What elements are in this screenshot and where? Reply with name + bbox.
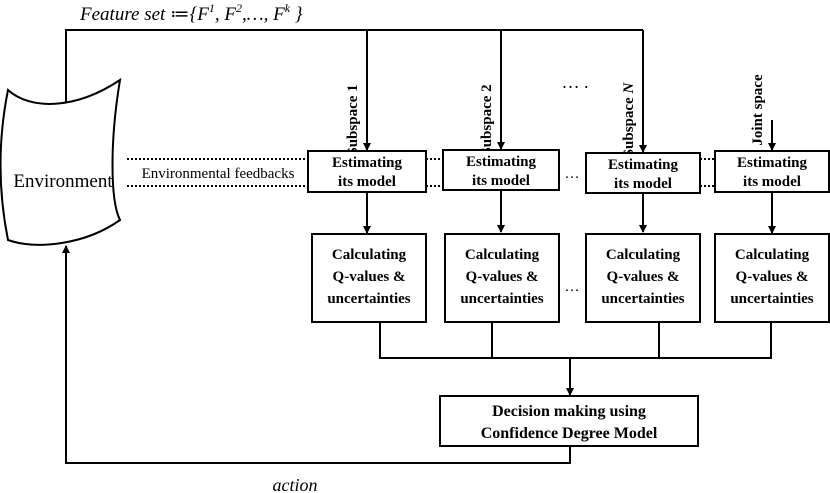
q-box-1 [311, 233, 427, 323]
q-box-joint-line2: Q-values & [736, 269, 809, 285]
q-box-1-line2: Q-values & [333, 269, 406, 285]
q-ellipsis: … [565, 279, 580, 295]
q-box-2-line2: Q-values & [466, 269, 539, 285]
q-box-1-line3: uncertainties [327, 291, 410, 307]
top-ellipsis: … . [562, 72, 589, 92]
environment-shape [0, 77, 122, 246]
decision-box [439, 395, 699, 447]
q-box-n-line2: Q-values & [607, 269, 680, 285]
q-box-n-line3: uncertainties [601, 291, 684, 307]
model-box-joint-line1: Estimating [737, 155, 808, 171]
model-box-1 [307, 150, 427, 193]
model-box-joint-line2: its model [743, 174, 801, 190]
decision-box-line2: Confidence Degree Model [481, 425, 658, 442]
q-box-2 [444, 233, 560, 323]
subspace-2-label: Subspace 2 [479, 84, 495, 155]
model-box-joint [714, 150, 830, 193]
subspace-n-label: Subspace N [621, 82, 637, 158]
q-box-n [585, 233, 701, 323]
action-feedback-line [62, 245, 571, 464]
environment-label: Environment [13, 171, 113, 192]
feedback-label: Environmental feedbacks [142, 166, 295, 182]
model-box-n-line2: its model [614, 176, 672, 192]
q-box-joint-line3: uncertainties [730, 291, 813, 307]
q-box-n-line1: Calculating [606, 247, 681, 263]
model-box-1-line1: Estimating [332, 155, 403, 171]
q-box-1-line1: Calculating [332, 247, 407, 263]
model-box-2-line2: its model [472, 173, 530, 189]
subspace-1-label: Subspace 1 [345, 84, 361, 155]
feature-bus-line [65, 29, 643, 108]
model-box-2-line1: Estimating [466, 154, 537, 170]
joint-space-label: Joint space [750, 74, 766, 146]
model-box-1-line2: its model [338, 174, 396, 190]
feature-set-label: Feature set ≔{F1, F2,…, Fk } [79, 1, 303, 25]
model-box-n [585, 152, 701, 194]
q-box-2-line3: uncertainties [460, 291, 543, 307]
q-box-2-line1: Calculating [465, 247, 540, 263]
decision-box-line1: Decision making using [492, 403, 646, 420]
model-ellipsis: … [565, 166, 580, 182]
model-box-n-line1: Estimating [608, 157, 679, 173]
q-collector-line [379, 322, 772, 359]
action-label: action [273, 475, 318, 493]
q-box-joint-line1: Calculating [735, 247, 810, 263]
